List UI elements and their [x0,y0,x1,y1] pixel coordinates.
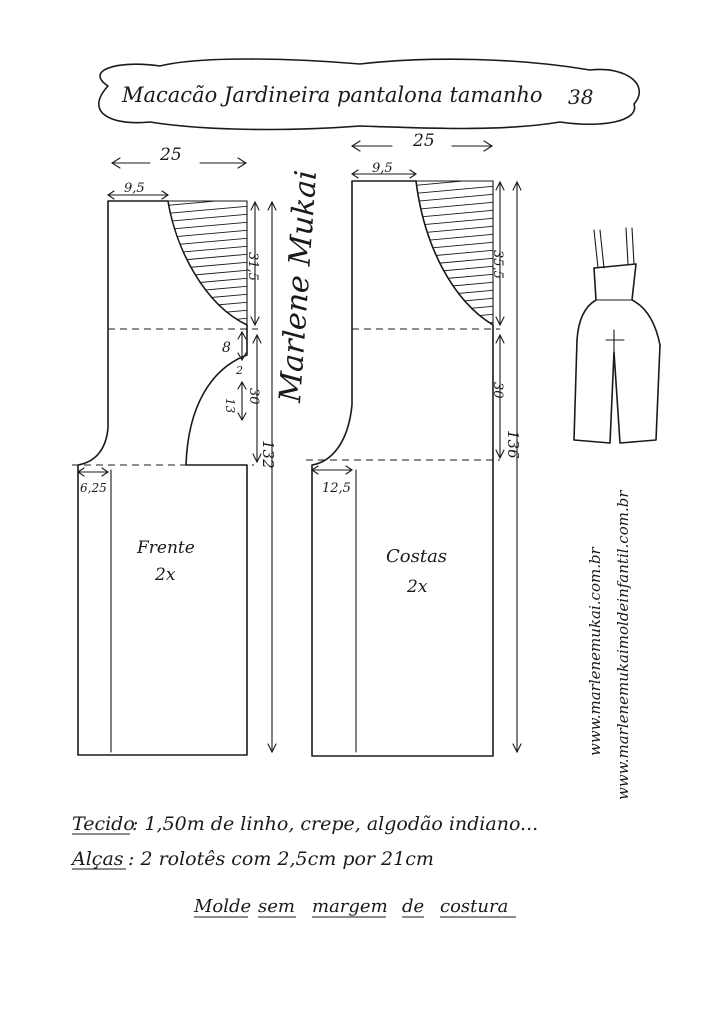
front-gap-label: 8 [222,340,231,356]
fabric-value: : 1,50m de linho, crepe, algodão indiano… [132,813,538,835]
back-label-qty: 2x [406,577,428,597]
no-seam-word-3: margem [312,896,388,917]
front-upper-height-label: 31,5 [245,252,260,281]
no-seam-word-2: sem [258,896,295,917]
website-1: www.marlenemukai.com.br [586,546,604,756]
straps-value: : 2 rolotês com 2,5cm por 21cm [128,848,434,870]
front-mid-height-label: 30 [246,388,261,405]
no-seam-word-5: costura [440,896,508,917]
no-seam-word-1: Molde [193,896,251,917]
back-hatching [416,181,493,325]
back-total-height-label: 136 [504,430,522,459]
back-armhole-shade [415,180,494,326]
front-armhole-shade [167,200,248,326]
front-hatching [168,201,247,325]
no-seam-word-4: de [402,896,424,917]
website-2: www.marlenemukaimoldeinfantil.com.br [614,490,632,800]
fabric-label: Tecido [72,813,135,835]
signature: Marlene Mukai [273,169,324,404]
front-label-name: Frente [136,538,195,558]
page-title: Macacão Jardineira pantalona tamanho [121,83,543,107]
front-piece: 25 9,5 31,5 8 2 13 30 132 [72,145,277,756]
no-seam-note: Molde sem margem de costura [193,896,516,918]
back-top-width-label: 9,5 [372,161,393,176]
front-crotch-ext-label: 6,25 [80,481,107,495]
back-label-name: Costas [386,546,447,567]
front-width-label: 25 [159,145,182,165]
size-number: 38 [568,85,593,109]
back-piece: 25 9,5 35,5 30 136 12,5 Costas 2x [306,131,522,757]
front-small-b-label: 13 [223,398,237,414]
title-cloud [97,58,641,131]
front-total-height-label: 132 [259,440,277,469]
front-top-width-label: 9,5 [124,181,145,196]
front-label-qty: 2x [154,565,176,585]
back-width-label: 25 [412,131,435,151]
front-outline [77,200,248,756]
back-outline [311,180,494,757]
back-crotch-ext-label: 12,5 [322,481,351,496]
straps-label: Alças [70,848,124,870]
back-upper-height-label: 35,5 [490,250,505,279]
overalls-sketch [573,227,661,444]
back-mid-height-label: 30 [490,382,505,399]
front-small-a-label: 2 [235,364,243,377]
